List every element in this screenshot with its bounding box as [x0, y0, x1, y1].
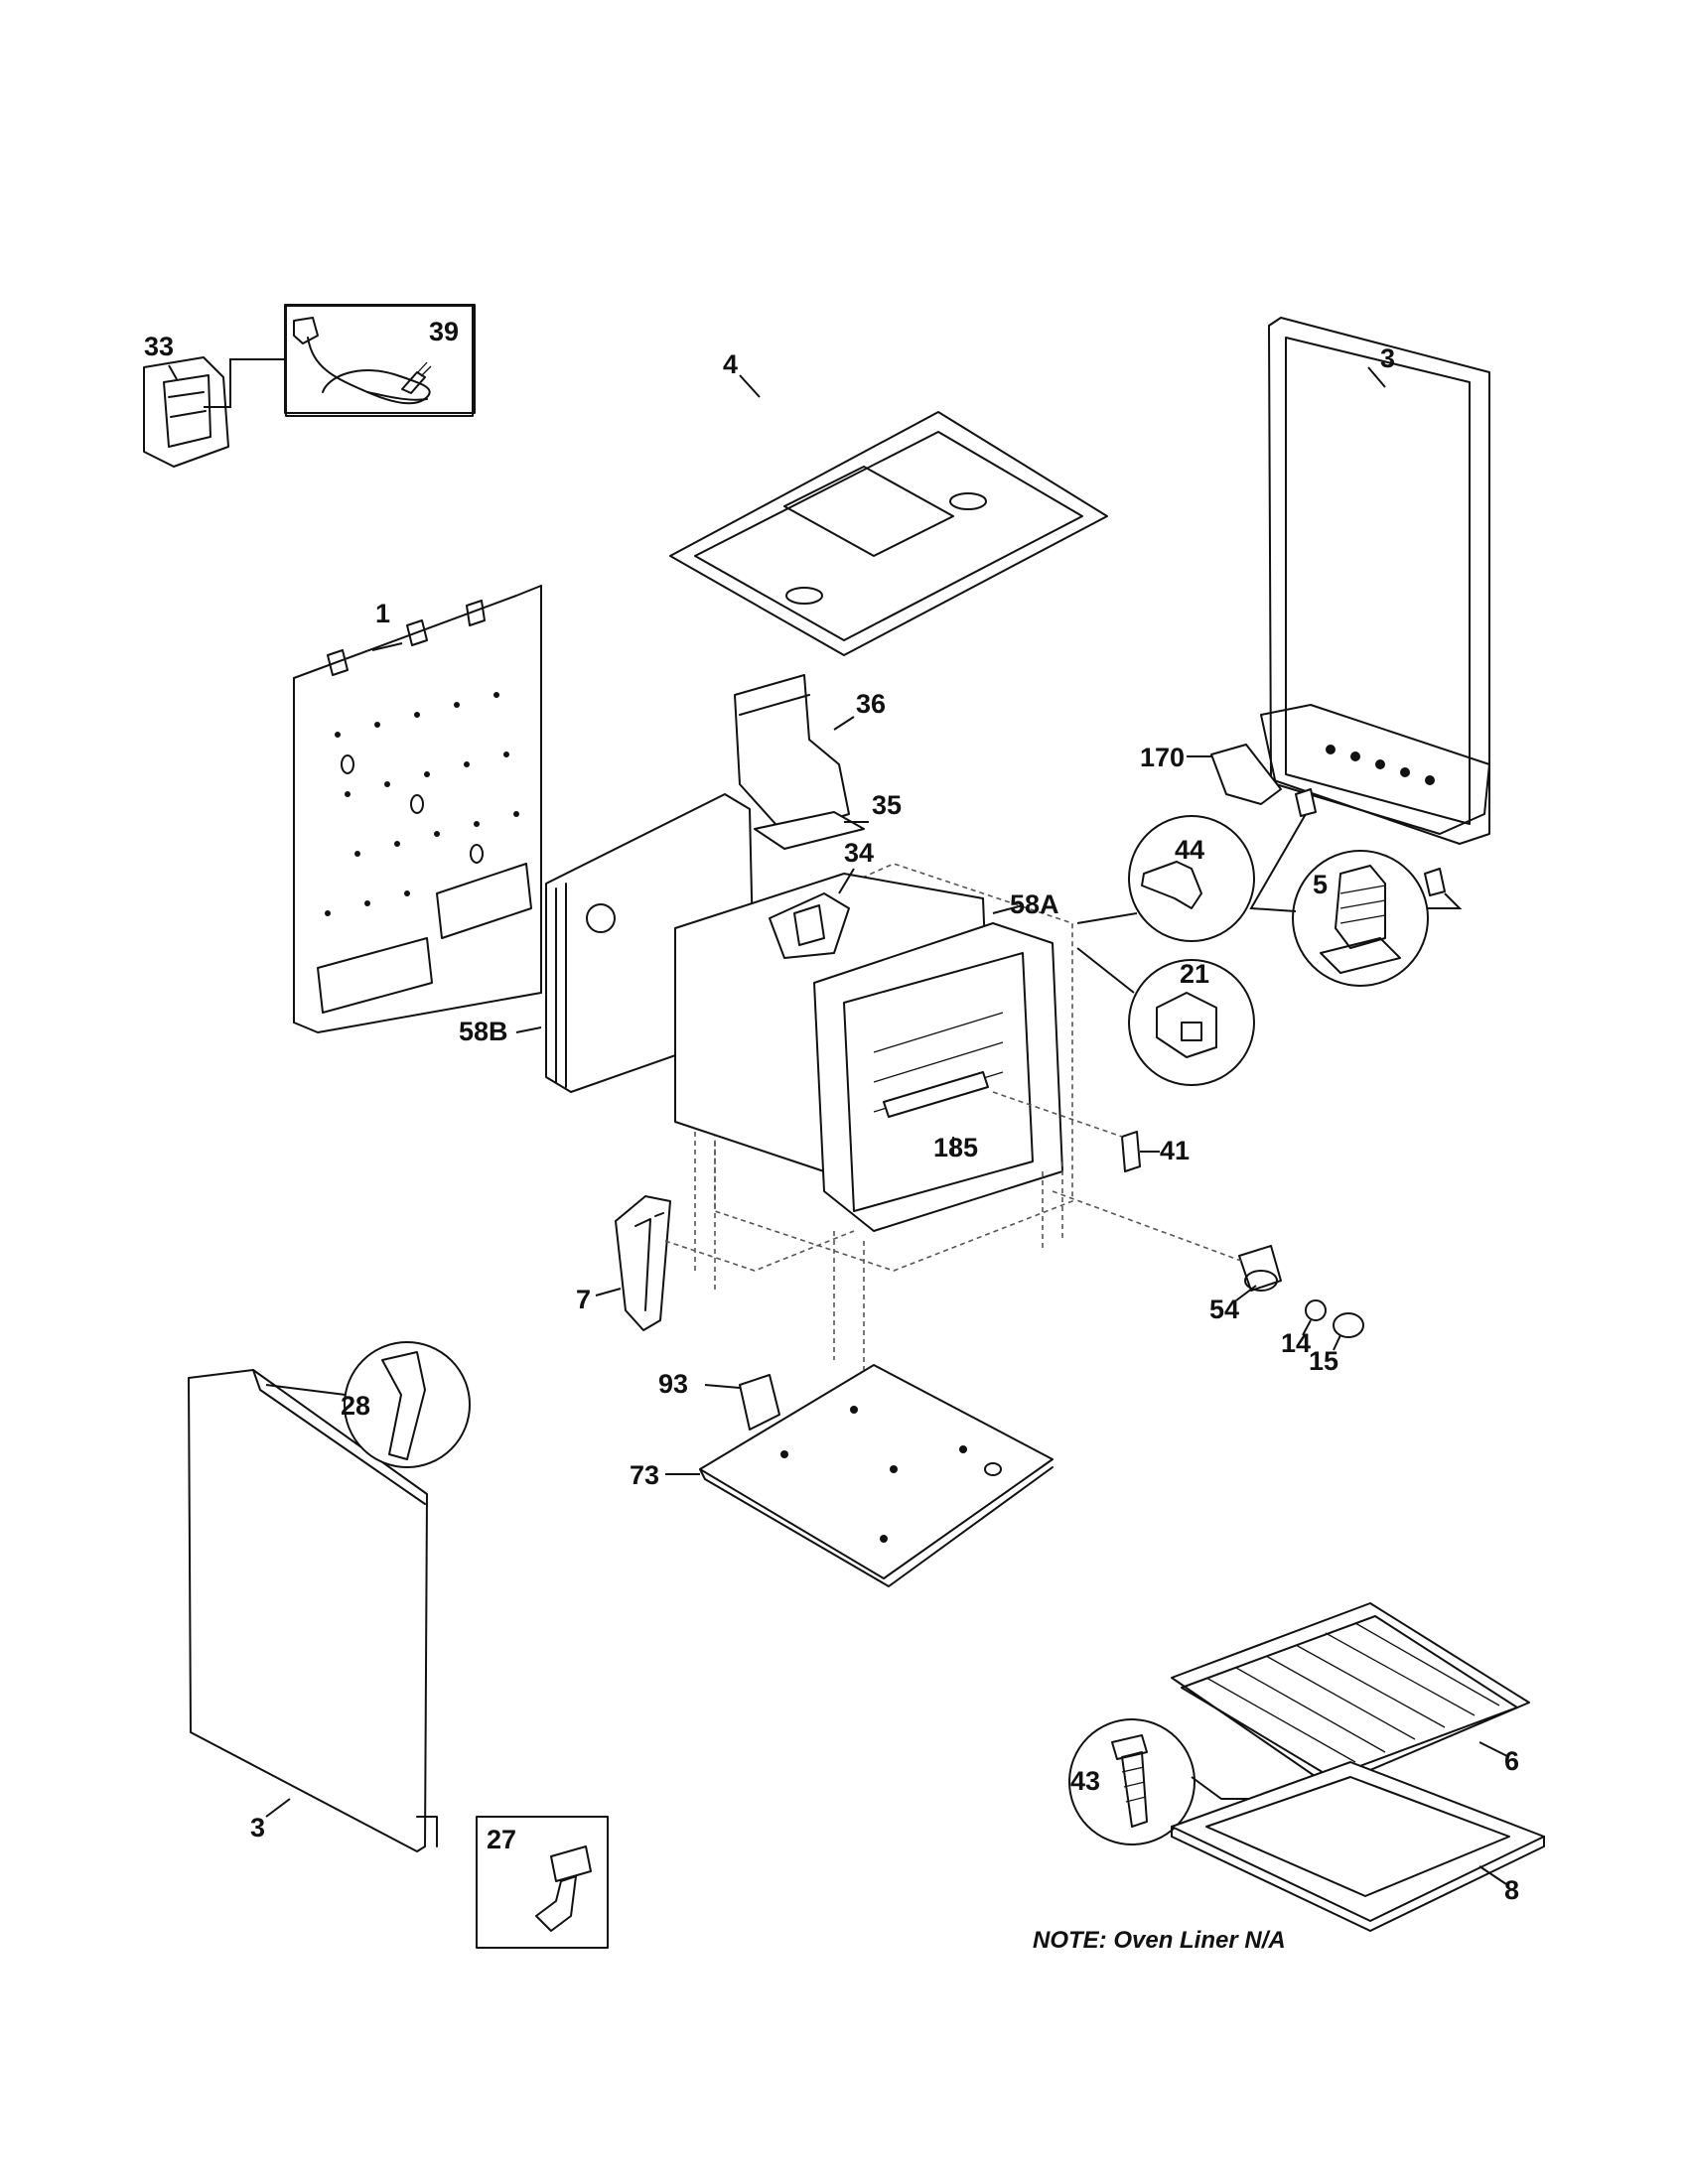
label-44: 44 — [1175, 835, 1204, 865]
callout-44-pin — [1076, 815, 1255, 942]
part-54-lamp-socket — [1052, 1190, 1282, 1301]
label-15: 15 — [1309, 1346, 1338, 1376]
part-14-lamp-ring — [1302, 1299, 1327, 1336]
label-35: 35 — [872, 790, 902, 820]
part-33-junction-box — [143, 356, 286, 468]
label-27: 27 — [487, 1825, 516, 1854]
part-27-clip-box — [476, 1816, 609, 1949]
label-4: 4 — [723, 349, 738, 379]
part-73-bottom-tray — [665, 1364, 1054, 1587]
part-41-clip — [992, 1091, 1160, 1172]
part-15-lamp-bulb — [1333, 1312, 1364, 1351]
label-21: 21 — [1180, 959, 1209, 989]
part-5-leg-small — [1295, 788, 1446, 896]
label-34: 34 — [844, 838, 874, 868]
label-6: 6 — [1504, 1746, 1519, 1776]
label-170: 170 — [1140, 743, 1185, 772]
label-7: 7 — [576, 1285, 591, 1314]
callout-5-leveling-leg — [1249, 813, 1463, 987]
callout-21-connector — [1076, 947, 1255, 1086]
label-3-door: 3 — [250, 1813, 265, 1843]
label-3-side: 3 — [1380, 343, 1395, 373]
label-54: 54 — [1209, 1295, 1239, 1324]
part-170-bracket — [1187, 744, 1282, 805]
label-43: 43 — [1070, 1766, 1100, 1796]
label-33: 33 — [144, 332, 174, 361]
label-8: 8 — [1504, 1875, 1519, 1905]
label-185: 185 — [933, 1133, 978, 1162]
label-73: 73 — [630, 1460, 659, 1490]
label-1: 1 — [375, 599, 390, 628]
label-28: 28 — [341, 1391, 370, 1421]
oven-cavity-assembly — [674, 863, 1073, 1370]
part-36-vent-duct — [734, 674, 855, 835]
label-5: 5 — [1313, 870, 1328, 899]
part-3-side-panel — [1260, 317, 1490, 845]
part-8-frame — [1171, 1761, 1545, 1932]
label-41: 41 — [1160, 1136, 1190, 1165]
note-oven-liner: NOTE: Oven Liner N/A — [1033, 1927, 1286, 1954]
part-3-door-panel — [188, 1369, 438, 1852]
part-1-back-panel — [293, 585, 542, 1033]
callout-28-clip — [265, 1341, 471, 1468]
power-cord — [285, 305, 474, 417]
part-93-bracket — [704, 1374, 780, 1431]
part-6-oven-rack — [1171, 1602, 1530, 1788]
part-35-gasket — [754, 811, 869, 850]
callout-43-screw — [1068, 1718, 1251, 1845]
label-58a: 58A — [1010, 889, 1059, 919]
part-34-bracket — [769, 868, 855, 959]
label-58b: 58B — [459, 1017, 508, 1046]
label-14: 14 — [1281, 1328, 1311, 1358]
label-93: 93 — [658, 1369, 688, 1399]
part-4-top-frame — [669, 374, 1108, 656]
part-7-hinge — [595, 1195, 855, 1331]
label-36: 36 — [856, 689, 886, 719]
label-39: 39 — [429, 317, 459, 346]
